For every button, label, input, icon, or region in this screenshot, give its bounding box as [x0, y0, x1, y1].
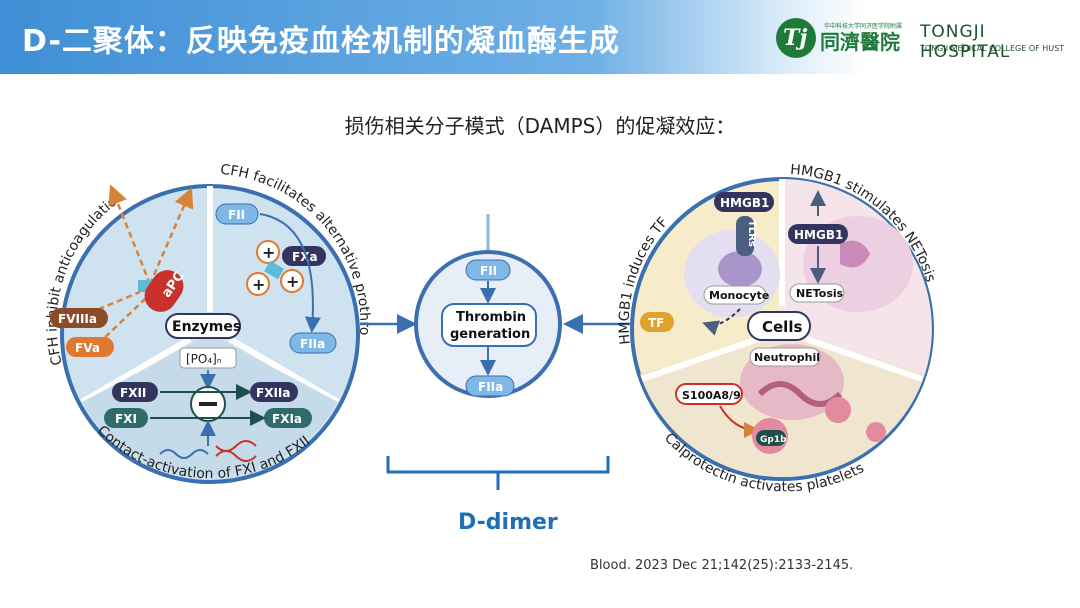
slide-subtitle: 损伤相关分子模式（DAMPS）的促凝效应： [344, 114, 736, 138]
monocyte-label: Monocyte [709, 289, 769, 302]
gp1b-pill [756, 430, 786, 446]
mid-fiia-label: FIIa [478, 380, 503, 394]
right-cells-panel: HMGB1 induces TF HMGB1 stimulates NETosi… [617, 162, 939, 495]
logo-small-text: 华中科技大学同济医学院附属 [824, 23, 903, 30]
enzymes-hub [165, 313, 241, 339]
fxia-pill [264, 408, 312, 428]
left-cfh-small-icon [264, 260, 284, 280]
slide-title: D-二聚体：反映免疫血栓机制的凝血酶生成 [22, 24, 620, 59]
dna-icon [215, 440, 257, 462]
fxia-label: FXIa [272, 412, 302, 426]
rna-icon [159, 449, 209, 459]
svg-text:+: + [262, 243, 275, 262]
mid-fii-pill [465, 259, 511, 281]
enzymes-label: Enzymes [172, 319, 241, 335]
tongji-logo-mark-icon: Tj [776, 18, 816, 58]
monocyte-badge [703, 285, 767, 305]
cells-label: Cells [762, 318, 802, 336]
neutrophil-badge [749, 347, 821, 367]
fxii-label: FXII [120, 386, 146, 400]
fva-label: FVa [75, 341, 100, 355]
tongji-logo: Tj 华中科技大学同济医学院附属 同濟醫院 TONGJI HOSPITAL TO… [776, 18, 1076, 62]
tf-label: TF [648, 316, 664, 330]
immunothrombosis-figure: CFH inhibit anticoagulation CFH facilita… [20, 134, 939, 495]
left-fii-label: FII [228, 208, 245, 222]
fxa-pill [282, 246, 326, 266]
neutrophil-label: Neutrophil [754, 351, 820, 364]
fxi-pill [104, 408, 148, 428]
s100a89-pill [675, 383, 743, 405]
thrombin-generation-box [441, 303, 537, 347]
platelet-icon-2 [825, 397, 851, 423]
tf-pill [640, 312, 674, 332]
logo-en-subtitle: TONGJI MEDICAL COLLEGE OF HUST [920, 44, 1065, 53]
netosis-badge [789, 283, 845, 303]
d-dimer-bracket [386, 456, 610, 490]
svg-text:+: + [286, 272, 299, 291]
left-enzymes-panel: CFH inhibit anticoagulation CFH facilita… [20, 134, 372, 484]
fxa-label: FXa [292, 250, 318, 264]
fxiia-label: FXIIa [256, 386, 290, 400]
fxii-pill [112, 382, 158, 402]
s100a89-label: S100A8/9 [682, 389, 741, 402]
citation: Blood. 2023 Dec 21;142(25):2133-2145. [590, 558, 854, 573]
fxi-label: FXI [115, 412, 137, 426]
generation-label: generation [450, 327, 530, 342]
thrombin-generation-panel: FII Thrombin generation FIIa [414, 214, 562, 398]
fviiia-label: FVIIIa [58, 312, 97, 326]
d-dimer-label: D-dimer [458, 510, 558, 535]
fxiia-pill [250, 382, 298, 402]
fva-pill [66, 337, 114, 357]
hmgb1-pill-a [714, 192, 774, 212]
tlrs-pill [736, 216, 754, 256]
mid-fii-label: FII [480, 264, 497, 278]
left-fii-pill [215, 203, 259, 225]
mid-fiia-pill [465, 375, 515, 397]
fviiia-pill [50, 308, 108, 328]
tlrs-label: TLRs [746, 220, 757, 247]
logo-en-title: TONGJI HOSPITAL [920, 22, 1011, 62]
svg-text:+: + [252, 275, 265, 294]
left-fiia-pill [289, 332, 337, 354]
cells-hub [747, 311, 811, 341]
logo-cn-text: 同濟醫院 [820, 30, 900, 54]
header-bar: D-二聚体：反映免疫血栓机制的凝血酶生成 Tj 华中科技大学同济医学院附属 同濟… [0, 0, 1080, 74]
hmgb1-label-a: HMGB1 [720, 196, 769, 210]
platelet-icon-3 [866, 422, 886, 442]
po4-label: [PO₄]ₙ [186, 352, 222, 366]
thrombin-label: Thrombin [456, 310, 526, 325]
left-fiia-label: FIIa [300, 337, 325, 351]
hmgb1-pill-b [788, 224, 848, 244]
gp1b-label: Gp1b [760, 435, 787, 445]
hmgb1-label-b: HMGB1 [794, 228, 843, 242]
netosis-label: NETosis [796, 287, 844, 300]
apc-pill [144, 270, 184, 312]
